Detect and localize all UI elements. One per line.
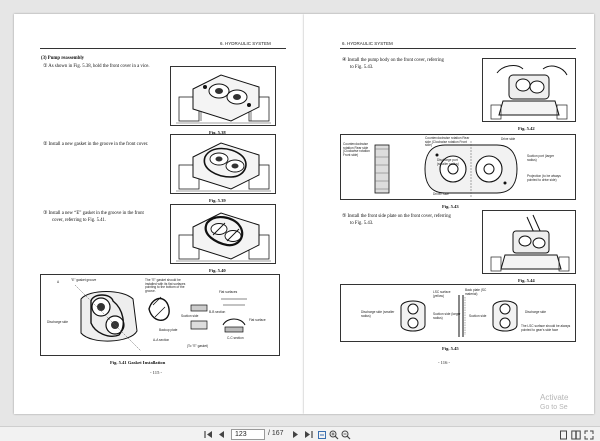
label-gasket-note: The "E" gasket should be installed with …	[145, 278, 186, 293]
label-e-gasket-section: (To "E" gasket)	[187, 344, 209, 348]
figure-5-43: Counterclockwise rotation Rear side (Clo…	[340, 134, 576, 200]
navigation-toolbar: 123 / 167	[0, 426, 600, 441]
page-number-left: - 115 -	[150, 370, 163, 375]
label-suction-side: Suction side (larger radius)	[433, 312, 461, 320]
figure-5-41: A "E" gasket groove The "E" gasket shoul…	[40, 274, 280, 356]
label-suction-port: Suction port (larger radius)	[527, 154, 555, 162]
label-driven-side: Driven side	[433, 192, 449, 196]
left-page: 6. HYDRAULIC SYSTEM (3) Pump reassembly …	[14, 14, 304, 414]
watermark-line2: Go to Se	[540, 404, 568, 411]
front-side-plate-illustration	[490, 214, 570, 272]
gasket-installation-diagram	[74, 284, 247, 352]
page-number-right: - 116 -	[438, 360, 451, 365]
label-discharge-side: Discharge side	[47, 320, 69, 324]
fullscreen-icon[interactable]	[583, 429, 594, 440]
last-page-icon[interactable]	[303, 429, 314, 440]
gasket-in-groove-illustration	[176, 142, 271, 192]
figure-5-38	[170, 66, 276, 126]
label-flat-surfaces: Flat surfaces	[219, 290, 238, 294]
step-3-text-line2: cover, referring to Fig. 5.41.	[52, 218, 107, 223]
figure-5-45-caption: Fig. 5.45	[442, 346, 459, 351]
figure-5-39-caption: Fig. 5.39	[209, 198, 226, 203]
label-discharge-side-2: Discharge side	[525, 310, 547, 314]
step-5-text-line2: to Fig. 5.43.	[350, 221, 374, 226]
section-title: (3) Pump reassembly	[41, 56, 85, 61]
label-rear-side: Counterclockwise rotation Rear side (Clo…	[343, 142, 370, 157]
fit-page-icon[interactable]	[316, 429, 327, 440]
figure-5-39	[170, 134, 276, 194]
step-2-text: ② Install a new gasket in the groove in …	[43, 142, 149, 147]
figure-5-40	[170, 204, 276, 264]
header-rule	[340, 48, 576, 49]
e-gasket-illustration	[176, 212, 271, 262]
label-projection: Projection (to be always pointed to driv…	[527, 174, 561, 182]
figure-5-41-caption: Fig. 5.41 Gasket Installation	[110, 360, 166, 365]
label-suction-side-2: Suction side	[469, 314, 487, 318]
pump-front-cover-illustration	[176, 74, 271, 124]
label-lsc-note: The LSC surface should be always pointed…	[521, 324, 571, 332]
label-rear-side-2: Counterclockwise rotation Rear side (Clo…	[425, 136, 470, 148]
label-back-plate: Back plate (SC material)	[465, 288, 487, 296]
figure-5-45: LSC surface (yellow) Back plate (SC mate…	[340, 284, 576, 342]
zoom-out-icon[interactable]	[340, 429, 351, 440]
prev-page-icon[interactable]	[216, 429, 227, 440]
step-4-text-line1: ④ Install the pump body on the front cov…	[342, 58, 444, 63]
watermark-line1: Activate	[540, 393, 569, 402]
figure-5-44-caption: Fig. 5.44	[518, 278, 535, 283]
pump-orientation-diagram	[374, 141, 518, 197]
label-aa-section: A-A section	[153, 338, 170, 342]
figure-5-42-caption: Fig. 5.42	[518, 126, 535, 131]
label-e-gasket-groove: "E" gasket groove	[71, 278, 97, 282]
zoom-in-icon[interactable]	[328, 429, 339, 440]
label-discharge-side: Discharge side (smaller radius)	[361, 310, 395, 318]
two-page-view-icon[interactable]	[570, 429, 581, 440]
figure-5-42	[482, 58, 576, 122]
step-1-text: ① As shown in Fig. 5.38, hold the front …	[43, 64, 150, 69]
page-header: 6. HYDRAULIC SYSTEM	[342, 41, 393, 46]
label-flat-surface: Flat surface	[249, 318, 266, 322]
figure-5-40-caption: Fig. 5.40	[209, 268, 226, 273]
single-page-view-icon[interactable]	[558, 429, 569, 440]
first-page-icon[interactable]	[203, 429, 214, 440]
label-bb-section: B-B section	[209, 310, 226, 314]
page-number-input[interactable]: 123	[231, 429, 265, 440]
side-plate-orientation-diagram	[400, 295, 518, 337]
label-cc-section: C-C section	[227, 336, 244, 340]
total-pages: / 167	[268, 430, 284, 437]
header-rule	[40, 48, 286, 49]
figure-5-44	[482, 210, 576, 274]
step-5-text-line1: ⑤ Install the front side plate on the fr…	[342, 214, 451, 219]
next-page-icon[interactable]	[290, 429, 301, 440]
figure-5-43-caption: Fig. 5.43	[442, 204, 459, 209]
label-backup-plate: Backup plate	[159, 328, 178, 332]
right-page: 6. HYDRAULIC SYSTEM ④ Install the pump b…	[304, 14, 594, 414]
pump-body-install-illustration	[490, 65, 568, 120]
label-suction-side: Suction side	[181, 314, 199, 318]
step-4-text-line2: to Fig. 5.43.	[350, 65, 374, 70]
label-drive-side: Drive side	[501, 137, 516, 141]
label-discharge-port: Discharge port (smaller radius)	[437, 158, 459, 166]
label-a: A	[57, 280, 60, 284]
page-header: 6. HYDRAULIC SYSTEM	[220, 41, 271, 46]
figure-5-38-caption: Fig. 5.38	[209, 130, 226, 135]
label-lsc-surface: LSC surface (yellow)	[433, 290, 451, 298]
activation-watermark: Activate Go to Se	[540, 393, 568, 413]
step-3-text-line1: ③ Install a new “E” gasket in the groove…	[43, 211, 144, 216]
